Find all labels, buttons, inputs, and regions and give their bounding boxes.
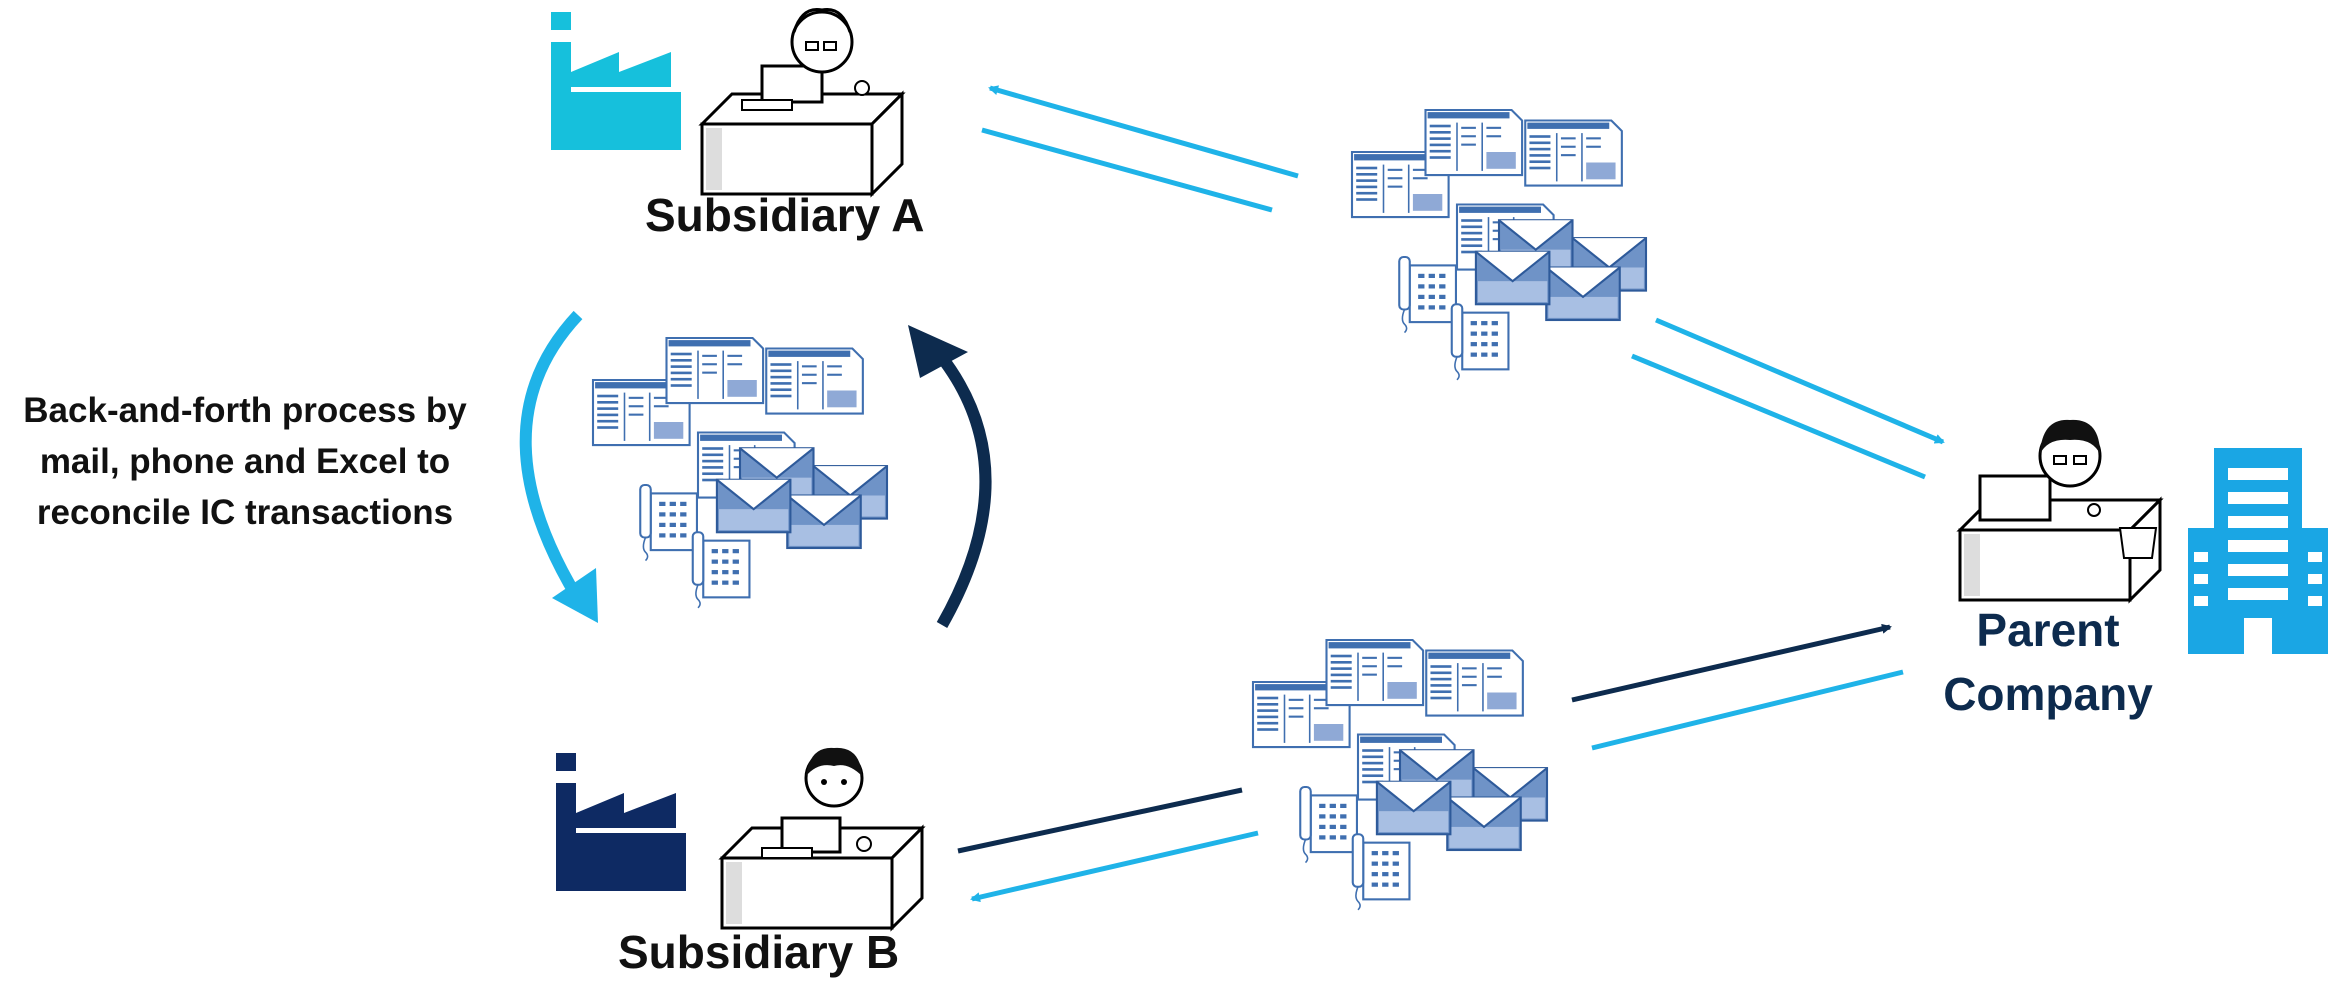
curved-arrow-b-to-a-head [908,325,968,378]
curved-arrow-a-to-b-head [552,568,598,623]
line-from-parent-top [1631,353,1926,480]
parent-company-label: Parent Company [1938,598,2158,726]
curved-arrow-b-to-a [935,351,992,628]
parent-label-line-1: Parent [1976,604,2120,656]
arrow-to-subsidiary-b [970,830,1259,903]
factory-icon [556,753,686,891]
office-building-icon [2188,448,2328,654]
arrow-to-subsidiary-a [988,85,1299,179]
documents-cluster-top [1352,110,1646,380]
process-line-3: reconcile IC transactions [36,493,454,532]
person-at-desk-icon [720,747,924,930]
process-line-1: Back-and-forth process by [23,391,467,430]
factory-icon [551,12,681,150]
line-from-subsidiary-a [981,127,1273,213]
line-from-subsidiary-b [957,787,1243,854]
documents-cluster-bottom [1253,640,1547,910]
process-line-2: mail, phone and Excel to [39,442,451,481]
process-description: Back-and-forth process by mail, phone an… [0,385,490,538]
subsidiary-b-label: Subsidiary B [618,926,900,978]
curved-arrow-a-to-b [519,310,591,614]
parent-label-line-2: Company [1943,668,2153,720]
person-at-desk-icon [700,7,904,196]
subsidiary-a-label: Subsidiary A [645,189,925,241]
person-at-desk-icon [1958,419,2162,602]
arrow-to-parent-bottom [1571,623,1892,703]
arrow-to-parent-top [1655,317,1945,445]
documents-cluster-middle [593,338,887,608]
line-from-parent-bottom [1591,669,1904,751]
